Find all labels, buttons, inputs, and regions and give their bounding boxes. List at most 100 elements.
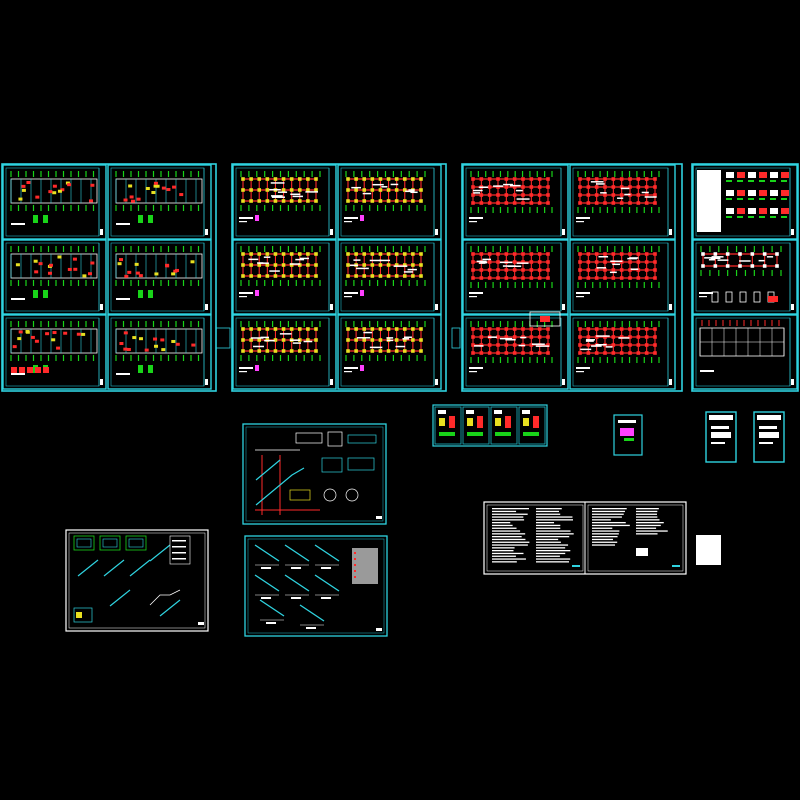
notes-text-line <box>592 538 613 541</box>
column-mark <box>521 193 525 197</box>
column-mark <box>297 327 302 331</box>
room-hatch <box>67 183 72 187</box>
column-mark <box>346 188 350 192</box>
detail-label <box>726 198 732 200</box>
column-mark <box>479 276 484 280</box>
room-hatch <box>45 332 50 336</box>
column-mark <box>594 201 599 205</box>
notes-text-line <box>592 544 616 546</box>
column-mark <box>578 201 582 205</box>
card-detail <box>620 428 634 436</box>
column-mark <box>594 177 599 181</box>
room-hatch <box>60 188 65 192</box>
column-mark <box>653 252 657 256</box>
note-card-b[interactable] <box>753 411 785 463</box>
stair-detail-sheet-b[interactable] <box>244 535 388 637</box>
annotation <box>710 257 721 260</box>
stair-detail-sheet-c[interactable] <box>65 529 209 632</box>
column-mark <box>487 185 492 189</box>
stair-detail-sheet-a[interactable] <box>242 423 387 525</box>
annotation <box>596 267 607 269</box>
room-hatch <box>127 270 132 274</box>
annotation <box>505 338 516 341</box>
drawing-title <box>116 373 130 375</box>
room-hatch <box>57 189 62 193</box>
column-mark <box>611 185 616 189</box>
room-hatch <box>171 272 176 276</box>
column-mark <box>411 252 415 256</box>
column-mark <box>471 260 475 264</box>
column-mark <box>636 252 641 256</box>
annotation <box>620 187 630 190</box>
column-mark <box>297 177 302 181</box>
drawing-note <box>344 371 352 373</box>
notes-text-line <box>492 561 517 563</box>
annotation <box>518 344 526 347</box>
detail-set[interactable] <box>691 163 799 392</box>
room-hatch <box>123 331 128 335</box>
column-mark <box>504 201 509 205</box>
roof-beam-set[interactable] <box>215 163 447 392</box>
notes-text-line <box>536 536 570 538</box>
room-hatch <box>57 255 62 259</box>
legend-block <box>148 215 153 223</box>
column-mark <box>578 185 582 189</box>
annotation <box>580 348 592 351</box>
column-mark <box>378 177 383 181</box>
general-notes-sheet[interactable] <box>483 501 687 575</box>
room-hatch <box>18 330 23 334</box>
column-mark <box>479 252 484 256</box>
column-mark <box>419 263 423 267</box>
note-card-a[interactable] <box>705 411 737 463</box>
column-mark <box>529 193 534 197</box>
title-block <box>435 379 438 385</box>
card-frame <box>705 411 737 463</box>
notes-text-line <box>492 538 526 541</box>
notes-text-line <box>536 516 573 518</box>
annotation <box>516 198 530 200</box>
column-mark <box>537 335 542 339</box>
annotation <box>474 345 484 347</box>
column-mark <box>257 274 262 278</box>
column-grid-set[interactable] <box>451 163 683 392</box>
column-mark <box>644 177 649 181</box>
card-header <box>709 415 733 420</box>
small-detail-strip[interactable] <box>432 404 548 447</box>
column-mark <box>419 177 423 181</box>
section-label <box>261 567 271 569</box>
room-hatch <box>38 262 43 266</box>
column-mark <box>257 188 262 192</box>
detail-label <box>748 198 754 200</box>
column-mark <box>611 276 616 280</box>
column-mark <box>314 274 318 278</box>
column-mark <box>504 327 509 331</box>
drawing-note <box>344 221 352 223</box>
room-hatch <box>190 260 195 264</box>
floor-plan-set[interactable] <box>1 163 217 392</box>
column-mark <box>619 252 624 256</box>
column-mark <box>281 349 286 353</box>
notes-figure <box>636 548 648 556</box>
strip-detail <box>449 416 455 428</box>
detail-block <box>737 190 745 196</box>
column-mark <box>546 327 550 331</box>
column-mark <box>249 199 253 203</box>
sheet-frame <box>569 239 676 315</box>
column-mark <box>653 276 657 280</box>
column-mark <box>521 252 525 256</box>
single-detail-card[interactable] <box>613 414 643 456</box>
column-mark <box>249 252 253 256</box>
section-mark <box>360 365 364 371</box>
column-mark <box>362 274 367 278</box>
blank-white-card[interactable] <box>696 535 721 565</box>
column-mark <box>512 201 517 205</box>
strip-detail <box>467 432 483 436</box>
annotation <box>386 337 394 339</box>
column-mark <box>346 274 350 278</box>
detail-label <box>759 180 765 182</box>
column-mark <box>306 274 310 278</box>
title-block <box>435 304 438 310</box>
annotation <box>617 197 624 199</box>
floor-plan <box>10 171 98 225</box>
